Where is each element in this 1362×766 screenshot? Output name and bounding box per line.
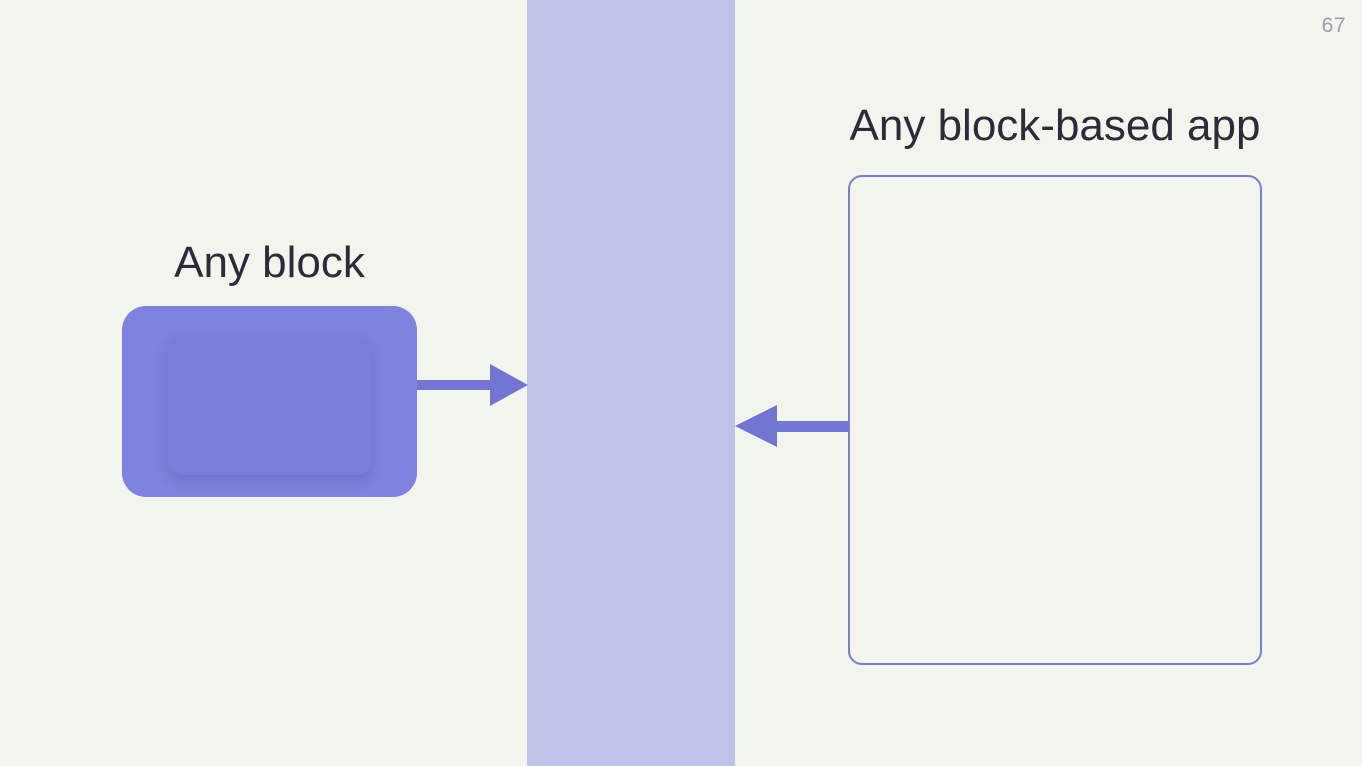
any-block-inner-shape — [168, 337, 372, 475]
arrow-right-shaft — [417, 380, 499, 390]
app-outline-box — [848, 175, 1262, 665]
arrow-left-shaft — [773, 421, 848, 432]
any-block-label: Any block — [174, 238, 365, 287]
center-band — [527, 0, 735, 766]
any-block-based-app-label: Any block-based app — [849, 101, 1261, 150]
arrow-left-head — [735, 405, 777, 447]
any-block-shape — [122, 306, 417, 497]
arrow-left-icon — [735, 405, 848, 447]
page-number: 67 — [1321, 14, 1346, 37]
arrow-right-icon — [417, 364, 528, 406]
arrow-right-head — [490, 364, 528, 406]
